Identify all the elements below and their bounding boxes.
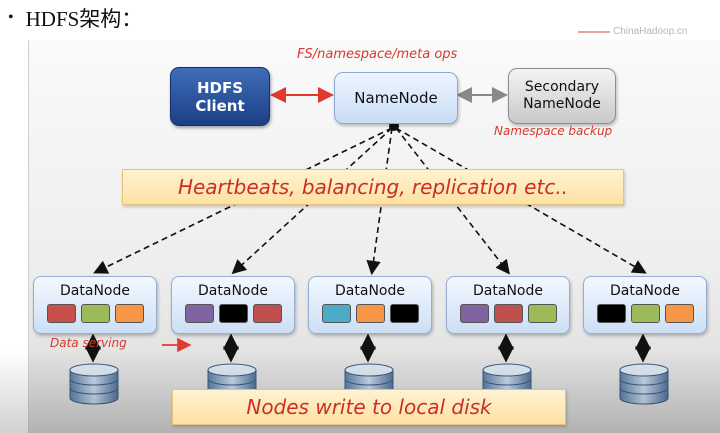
namenode-box: NameNode [334,72,458,124]
arrow-to-datanode-2 [231,127,393,275]
data-block [630,304,660,323]
datanode-label: DataNode [610,283,680,299]
datanode-label: DataNode [60,283,130,299]
datanode-box: DataNode [33,276,157,334]
bullet-icon: • [8,9,14,26]
data-block [252,304,282,323]
heartbeats-text: Heartbeats, balancing, replication etc.. [177,175,569,199]
namenode-label: NameNode [354,89,438,107]
datanode-blocks [172,304,294,323]
data-block [664,304,694,323]
secondary-line1: Secondary [524,79,600,96]
data-block [218,304,248,323]
datanode-label: DataNode [335,283,405,299]
datanode-box: DataNode [446,276,570,334]
data-block [114,304,144,323]
watermark-bar [578,31,610,33]
disk-icon [69,363,119,405]
hdfs-client-line1: HDFS [196,78,244,97]
data-block [184,304,214,323]
datanode-label: DataNode [473,283,543,299]
datanode-blocks [34,304,156,323]
data-block [80,304,110,323]
datanode-label: DataNode [198,283,268,299]
local-disk-text: Nodes write to local disk [246,395,492,419]
disk-icon [619,363,669,405]
heartbeats-banner: Heartbeats, balancing, replication etc.. [122,169,624,205]
local-disk-banner: Nodes write to local disk [172,389,566,425]
page-heading: • HDFS架构： [8,4,142,32]
data-block [389,304,419,323]
namespace-backup-note: Namespace backup [494,124,613,138]
datanode-box: DataNode [583,276,707,334]
datanode-blocks [309,304,431,323]
datanode-box: DataNode [308,276,432,334]
data-block [355,304,385,323]
data-block [459,304,489,323]
disk-arrows [84,333,652,363]
secondary-namenode-box: Secondary NameNode [508,68,616,124]
meta-ops-note: FS/namespace/meta ops [297,47,458,62]
hdfs-client-box: HDFS Client [170,67,270,126]
data-block [46,304,76,323]
hdfs-client-line2: Client [195,96,245,115]
datanode-box: DataNode [171,276,295,334]
datanode-blocks [584,304,706,323]
datanode-blocks [447,304,569,323]
data-block [527,304,557,323]
data-serving-note: Data serving [50,336,127,350]
data-block [596,304,626,323]
data-block [321,304,351,323]
watermark: ChinaHadoop.cn [613,26,688,37]
heading-text: HDFS架构： [25,7,143,31]
secondary-line2: NameNode [523,96,601,112]
data-block [493,304,523,323]
